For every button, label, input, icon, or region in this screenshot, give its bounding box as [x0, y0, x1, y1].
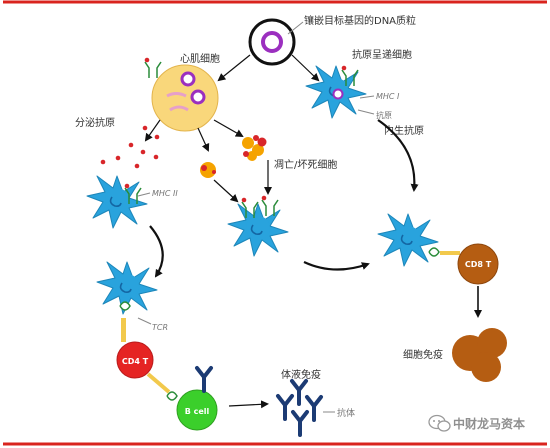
myocyte-cell	[143, 56, 219, 132]
cd4-to-bcell-connector	[146, 372, 171, 394]
cd8-t-cell	[457, 243, 499, 285]
humoral-immunity-label: 体液免疫	[281, 368, 321, 381]
wechat-logo-icon	[428, 414, 451, 432]
cd4-t-cell	[116, 318, 154, 379]
apc-antigen-label: 抗原	[376, 110, 392, 120]
arrow-myocyte-to-secreted	[144, 119, 161, 142]
watermark-text: 中财龙马资本	[453, 416, 525, 431]
secreted-antigen-label: 分泌抗原	[75, 116, 115, 129]
mhc-ii-pointer	[137, 192, 151, 197]
arrow-myocyte-to-apoptotic	[197, 127, 210, 152]
cd8t-label: CD8 T	[465, 260, 492, 269]
cd4t-label: CD4 T	[122, 357, 149, 366]
dna-plasmid-icon	[248, 18, 296, 66]
arrow-center-dc-to-cd8-path	[303, 261, 370, 271]
antigen-presenting-cell	[305, 64, 367, 119]
apoptotic-fragment-small	[200, 162, 216, 178]
apoptotic-cell-label: 凋亡/坏死细胞	[274, 158, 337, 171]
mhc-ii-label: MHC II	[152, 189, 178, 198]
myocyte-label: 心肌细胞	[180, 52, 220, 65]
dendritic-cell-helper	[96, 261, 158, 315]
arrow-myocyte-to-debris	[213, 119, 244, 137]
tcr-label: TCR	[152, 323, 168, 332]
arrow-plasmid-to-apc	[291, 54, 320, 82]
arrow-dc-to-helper-path	[149, 225, 164, 278]
antibody-label: 抗体	[337, 407, 355, 419]
effector-cd8-cluster	[452, 328, 507, 382]
arrow-bcell-to-antibodies	[228, 400, 269, 409]
mhc-i-label: MHC I	[376, 92, 400, 101]
b-cell	[166, 366, 218, 431]
arrow-fragment-to-dc	[213, 179, 239, 203]
dna-plasmid-label: 镶嵌目标基因的DNA质粒	[304, 14, 416, 27]
cd8-connector	[440, 251, 460, 255]
apoptotic-fragment-large	[242, 135, 267, 161]
secreted-antigen-dots	[100, 125, 160, 169]
apc-antigen-pointer	[357, 109, 375, 115]
apc-label: 抗原呈递细胞	[352, 48, 412, 61]
arrow-apc-to-cd8-path	[377, 119, 419, 192]
cellular-immunity-label: 细胞免疫	[403, 348, 443, 361]
dendritic-cell-cd8	[377, 213, 440, 267]
mhc-i-pointer	[359, 95, 375, 99]
plasmid-pointer	[287, 21, 304, 35]
tcr-pointer	[137, 317, 152, 325]
b-cell-label: B cell	[185, 407, 210, 416]
arrow-plasmid-to-myocyte	[217, 54, 251, 82]
